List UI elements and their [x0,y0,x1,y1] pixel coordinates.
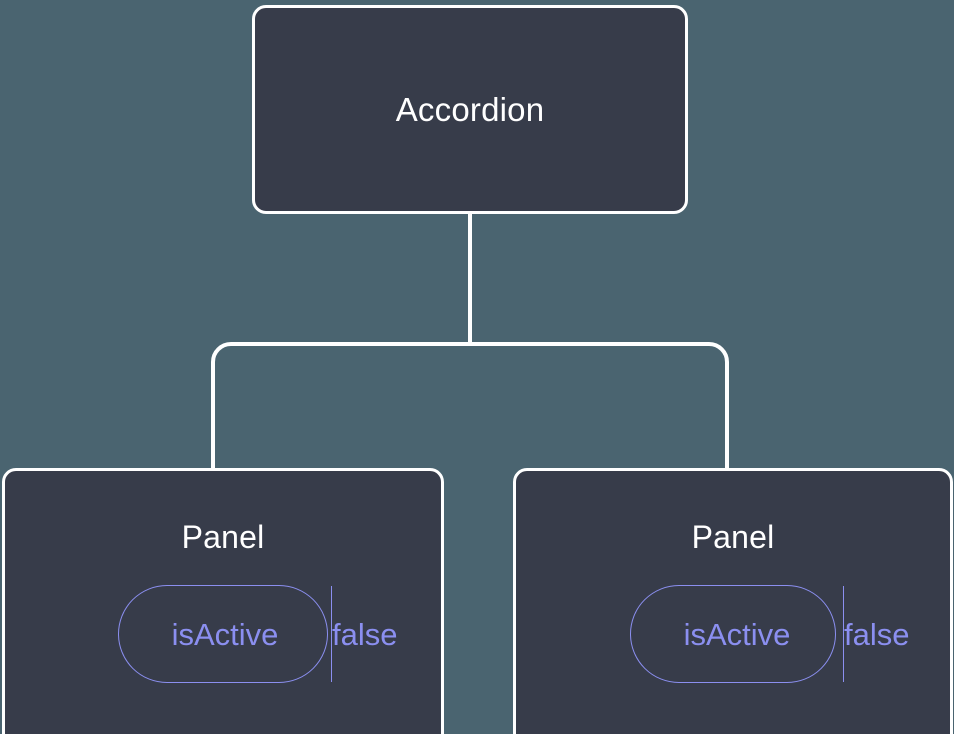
node-panel-left-title: Panel [181,519,265,555]
node-panel-left[interactable]: Panel isActive false [2,468,444,734]
state-value-label: false [844,616,910,652]
state-value-label: false [332,616,398,652]
state-key-label: isActive [119,586,332,682]
state-badge-panel-left[interactable]: isActive false [118,585,397,683]
node-panel-right[interactable]: Panel isActive false [513,468,953,734]
node-accordion-title: Accordion [395,91,545,128]
edge-root-to-panel-right [470,342,729,470]
state-key-label: isActive [631,586,844,682]
node-panel-right-title: Panel [691,519,775,555]
node-accordion[interactable]: Accordion [252,5,688,214]
edge-root-to-panel-left [211,342,470,470]
state-badge-panel-right[interactable]: isActive false [630,585,909,683]
